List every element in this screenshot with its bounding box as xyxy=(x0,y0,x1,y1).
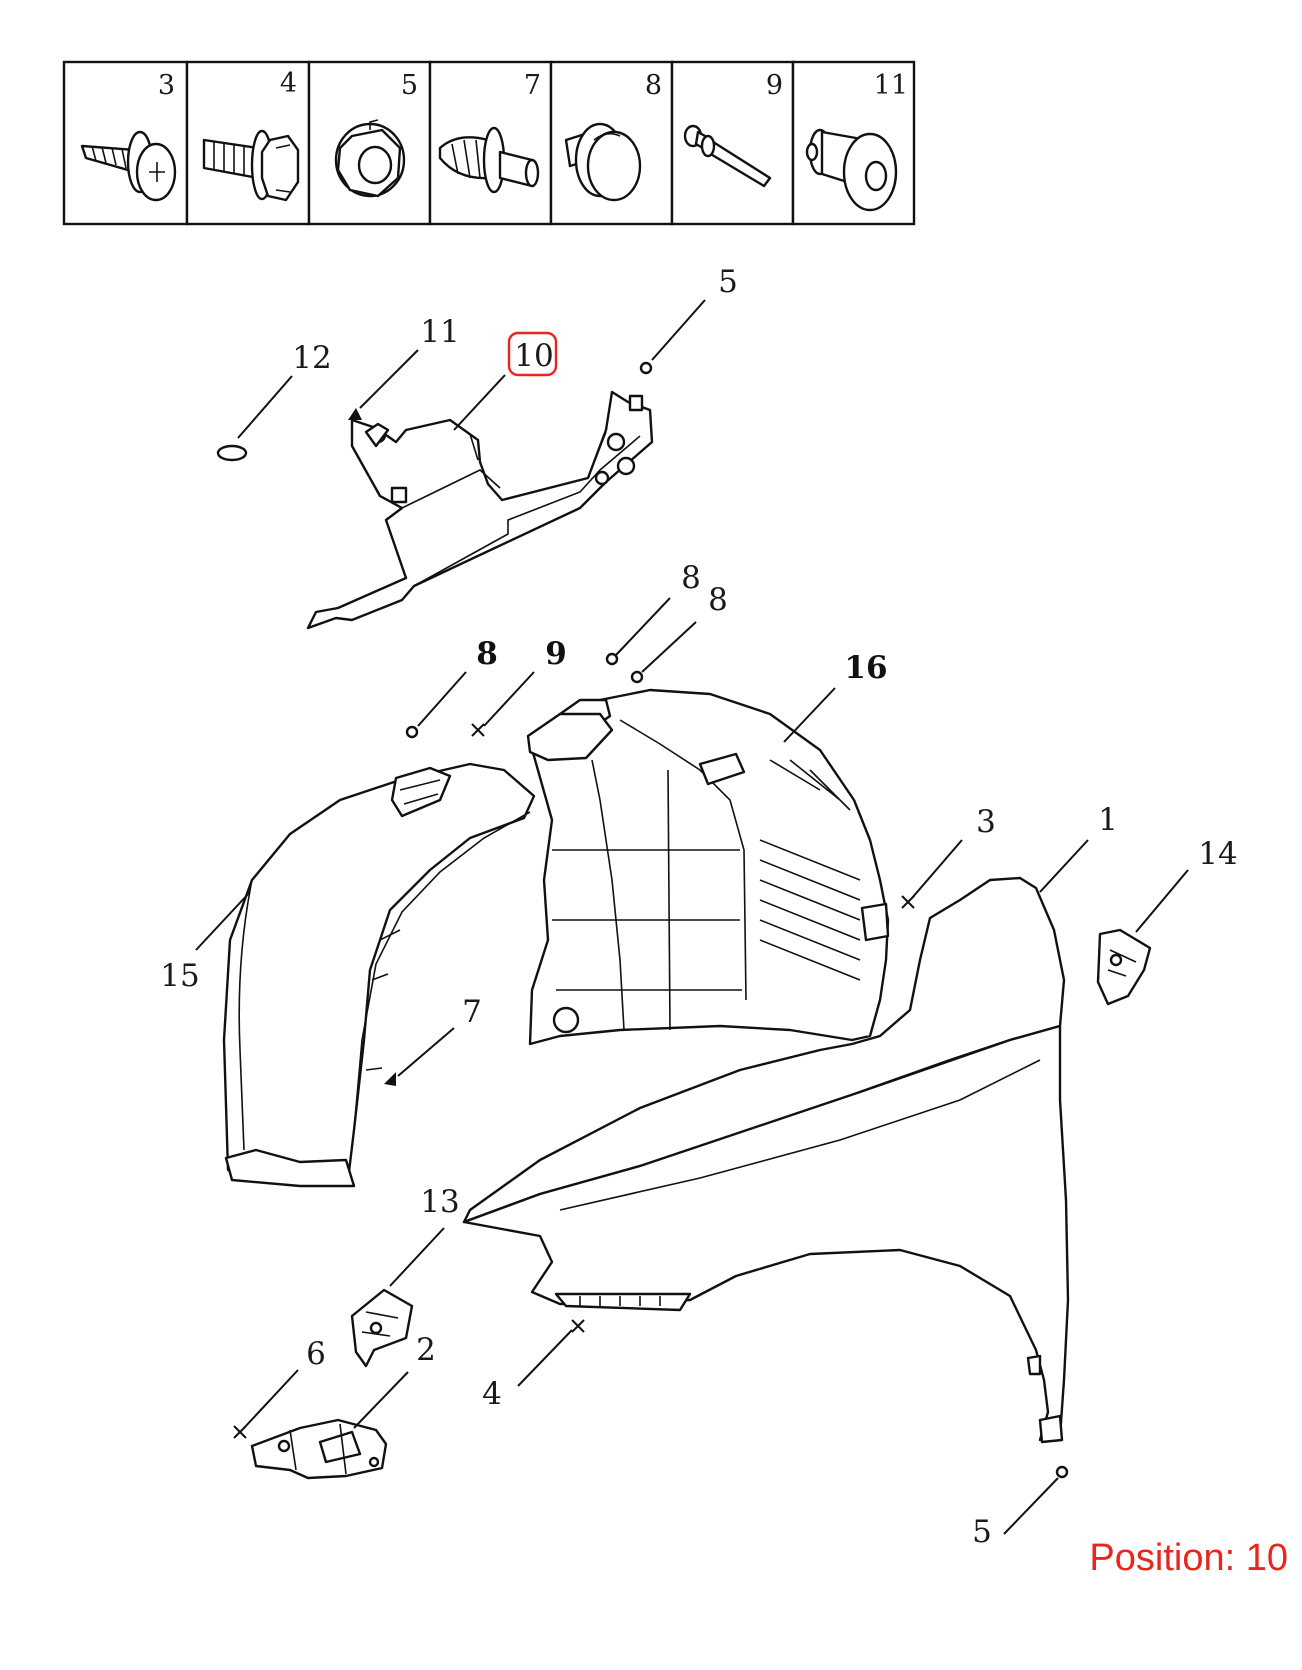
callout-9: 9 xyxy=(545,636,567,672)
part-16-liner xyxy=(526,688,890,1046)
part-13-bracket xyxy=(350,1288,414,1368)
callout-8-c: 8 xyxy=(476,636,498,672)
callout-1: 1 xyxy=(1098,802,1118,838)
push-clip-icon xyxy=(438,126,540,194)
grommet-icon xyxy=(805,128,898,212)
phillips-screw-icon xyxy=(80,130,177,202)
callout-12: 12 xyxy=(292,340,331,376)
cell-label-4: 4 xyxy=(280,68,297,99)
cell-label-7: 7 xyxy=(524,70,541,101)
round-clip-icon xyxy=(564,122,642,202)
callout-6: 6 xyxy=(306,1336,326,1372)
part-2-bracket xyxy=(250,1418,388,1480)
leader-lines xyxy=(195,299,1189,1535)
cell-label-8: 8 xyxy=(645,70,662,101)
cell-label-11: 11 xyxy=(874,70,908,101)
part-12-plug xyxy=(216,444,248,462)
fastener-table: 3 4 5 7 8 9 11 xyxy=(62,60,916,226)
callout-labels: 5 11 10 12 8 8 8 9 16 3 1 14 15 7 13 6 2… xyxy=(160,264,1237,1550)
cell-label-3: 3 xyxy=(158,70,175,101)
callout-15: 15 xyxy=(160,958,199,994)
part-15-liner xyxy=(222,762,536,1188)
cell-label-9: 9 xyxy=(766,70,783,101)
callout-10: 10 xyxy=(514,338,553,374)
callout-16: 16 xyxy=(844,650,887,686)
callout-13: 13 xyxy=(420,1184,459,1220)
hex-nut-icon xyxy=(334,119,406,198)
callout-11: 11 xyxy=(420,314,459,350)
callout-8-b: 8 xyxy=(708,582,728,618)
callout-3: 3 xyxy=(976,804,996,840)
hex-bolt-icon xyxy=(202,129,300,202)
callout-5-top: 5 xyxy=(718,264,738,300)
rivet-icon xyxy=(683,124,772,188)
part-1-fender xyxy=(462,876,1070,1444)
callout-7: 7 xyxy=(462,994,482,1030)
part-14-bracket xyxy=(1096,928,1152,1006)
callout-4: 4 xyxy=(482,1376,502,1412)
callout-5-bottom: 5 xyxy=(972,1514,992,1550)
callout-14: 14 xyxy=(1198,836,1237,872)
part-10-bracket xyxy=(306,390,654,630)
callout-2: 2 xyxy=(416,1332,436,1368)
highlight-box xyxy=(507,331,558,377)
callout-8-a: 8 xyxy=(681,560,701,596)
cell-label-5: 5 xyxy=(401,70,418,101)
position-indicator: Position: 10 xyxy=(1089,1537,1288,1579)
